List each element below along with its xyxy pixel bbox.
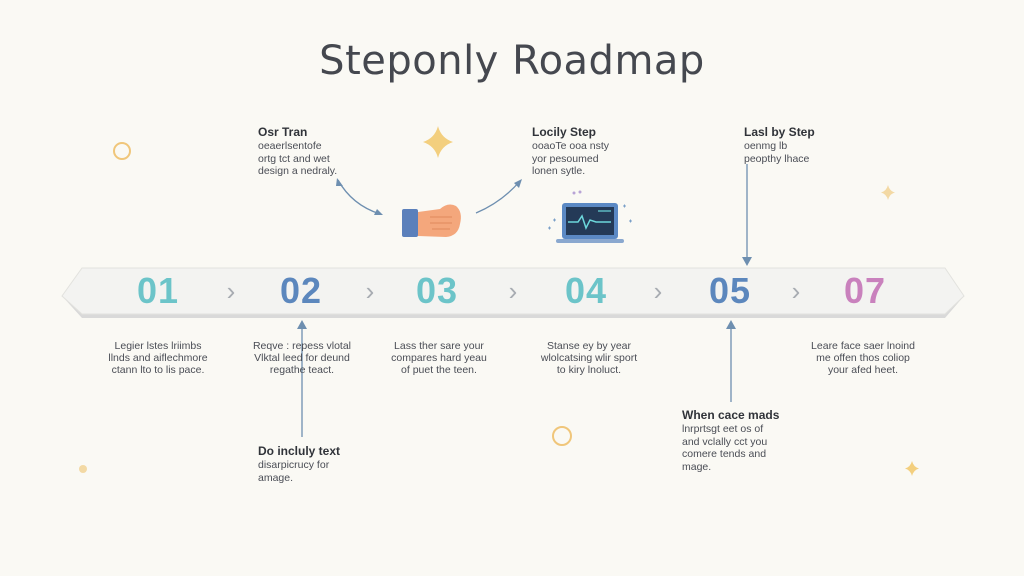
sparkle-icon — [881, 185, 895, 200]
monitor-icon — [548, 190, 632, 243]
chevron-right-icon: › — [226, 276, 236, 306]
chevron-right-icon: › — [653, 276, 663, 306]
step-number-01: 01 — [136, 270, 180, 311]
callout-locily-step: Locily Step ooaoTe ooa nsty yor pesoumed… — [532, 125, 610, 177]
chevron-right-icon: › — [365, 276, 375, 306]
chevron-right-icon: › — [791, 276, 801, 306]
circle-icon — [79, 465, 87, 473]
step-number-07: 07 — [843, 270, 887, 311]
step-number-02: 02 — [279, 270, 323, 311]
page-title: Steponly Roadmap — [319, 38, 705, 84]
callout-last-by-step: Lasl by Step oenmg lb peopthy lhace — [744, 125, 815, 165]
step-number-05: 05 — [708, 270, 752, 311]
sparkle-icon — [423, 126, 453, 158]
timeline-band — [61, 267, 965, 315]
sparkle-icon — [905, 461, 919, 476]
timeline-band-shadow — [62, 296, 964, 318]
arrow-from-hand — [475, 180, 521, 214]
arrow-to-hand — [337, 179, 381, 215]
callout-our-tran: Osr Tran oeaerlsentofe ortg tct and wet … — [258, 125, 338, 177]
hand-icon — [402, 204, 461, 237]
callout-do-incluly: Do incluly text disarpicrucy for amage. — [258, 444, 341, 484]
circle-icon — [552, 426, 572, 446]
chevron-right-icon: › — [508, 276, 518, 306]
step-number-03: 03 — [415, 270, 459, 311]
step-number-04: 04 — [564, 270, 608, 311]
circle-icon — [113, 142, 131, 160]
callout-when-cace: When cace mads lnrprtsgt eet os of and v… — [682, 408, 780, 473]
